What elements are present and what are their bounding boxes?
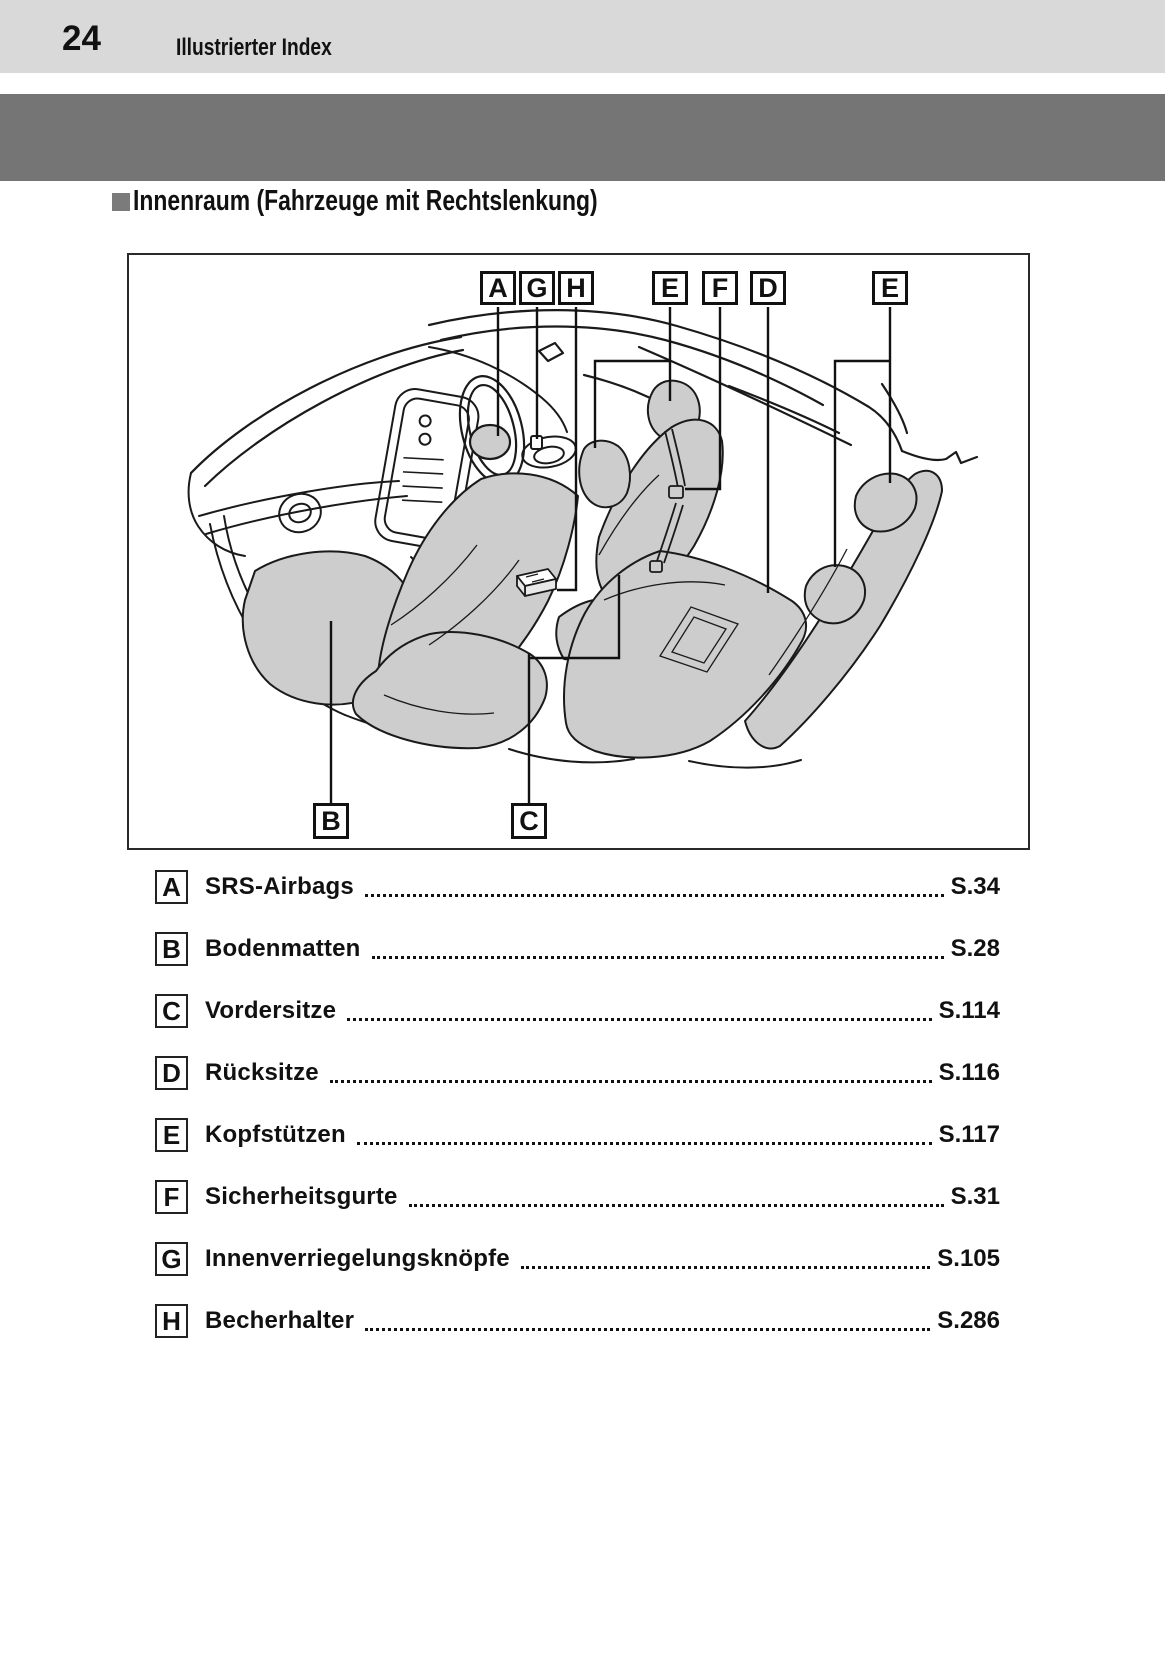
callout-box-b: B bbox=[313, 803, 349, 839]
index-label-d: Rücksitze bbox=[205, 1059, 319, 1086]
index-key-box-c: C bbox=[155, 994, 188, 1028]
index-label-f: Sicherheitsgurte bbox=[205, 1183, 398, 1210]
callout-box-d: D bbox=[750, 271, 786, 305]
header-section-title: Illustrierter Index bbox=[176, 34, 332, 61]
dot-leader bbox=[408, 1204, 944, 1207]
index-key-h: H bbox=[162, 1306, 181, 1336]
index-page-ref-c: S.114 bbox=[938, 997, 1000, 1024]
section-heading-text: Innenraum (Fahrzeuge mit Rechtslenkung) bbox=[133, 185, 598, 217]
callout-box-g: G bbox=[519, 271, 555, 305]
index-page-ref-e: S.117 bbox=[938, 1121, 1000, 1148]
car-body-outline bbox=[189, 309, 979, 488]
callout-label-a: A bbox=[488, 272, 508, 303]
dot-leader bbox=[329, 1080, 932, 1083]
callout-box-h: H bbox=[558, 271, 594, 305]
dot-leader bbox=[365, 1328, 931, 1331]
section-bullet-square-icon bbox=[112, 192, 130, 211]
steering-wheel bbox=[458, 375, 526, 485]
index-label-a: SRS-Airbags bbox=[205, 873, 354, 900]
callout-leader-lines bbox=[329, 307, 892, 803]
door-lock-knob-area bbox=[521, 435, 577, 469]
index-key-g: G bbox=[161, 1244, 182, 1274]
index-row-f: F Sicherheitsgurte S.31 bbox=[155, 1180, 1000, 1214]
center-stack bbox=[374, 388, 480, 550]
seat-seam-lines bbox=[383, 474, 848, 715]
index-key-c: C bbox=[162, 996, 181, 1026]
header-bar: 24 Illustrierter Index bbox=[0, 0, 1165, 73]
callout-label-f: F bbox=[711, 272, 729, 303]
callout-label-g: G bbox=[526, 272, 548, 303]
index-row-a: A SRS-Airbags S.34 bbox=[155, 870, 1000, 904]
dot-leader bbox=[347, 1018, 932, 1021]
cup-holder bbox=[516, 568, 557, 597]
index-key-box-a: A bbox=[155, 870, 188, 904]
index-page-ref-g: S.105 bbox=[937, 1245, 1000, 1272]
callout-box-e1: E bbox=[652, 271, 688, 305]
callout-label-e1: E bbox=[660, 272, 679, 303]
index-label-h: Becherhalter bbox=[205, 1307, 355, 1334]
index-row-c: C Vordersitze S.114 bbox=[155, 994, 1000, 1028]
index-page-ref-f: S.31 bbox=[950, 1183, 1000, 1210]
section-heading: Innenraum (Fahrzeuge mit Rechtslenkung) bbox=[112, 185, 721, 217]
interior-illustration-frame: A G H E F D E B C bbox=[127, 253, 1030, 850]
index-row-d: D Rücksitze S.116 bbox=[155, 1056, 1000, 1090]
dot-leader bbox=[356, 1142, 932, 1145]
dot-leader bbox=[520, 1266, 931, 1269]
car-interior-line-art bbox=[187, 307, 979, 803]
index-row-h: H Becherhalter S.286 bbox=[155, 1304, 1000, 1338]
seats-and-mats bbox=[241, 379, 943, 759]
page-number: 24 bbox=[62, 19, 101, 58]
dot-leader bbox=[371, 956, 944, 959]
callout-box-e2: E bbox=[872, 271, 908, 305]
chapter-banner bbox=[0, 94, 1165, 181]
index-key-f: F bbox=[163, 1182, 180, 1212]
index-key-b: B bbox=[162, 934, 181, 964]
callout-label-b: B bbox=[321, 805, 341, 836]
index-page-ref-d: S.116 bbox=[938, 1059, 1000, 1086]
index-label-b: Bodenmatten bbox=[205, 935, 361, 962]
callout-label-d: D bbox=[758, 272, 778, 303]
index-key-box-d: D bbox=[155, 1056, 188, 1090]
index-page-ref-a: S.34 bbox=[950, 873, 1000, 900]
callout-box-f: F bbox=[702, 271, 738, 305]
callout-label-h: H bbox=[566, 272, 586, 303]
index-label-g: Innenverriegelungsknöpfe bbox=[205, 1245, 510, 1272]
index-row-g: G Innenverriegelungsknöpfe S.105 bbox=[155, 1242, 1000, 1276]
callout-label-c: C bbox=[519, 805, 539, 836]
index-key-box-e: E bbox=[155, 1118, 188, 1152]
index-key-e: E bbox=[162, 1120, 181, 1150]
index-label-c: Vordersitze bbox=[205, 997, 337, 1024]
index-row-b: B Bodenmatten S.28 bbox=[155, 932, 1000, 966]
index-key-a: A bbox=[162, 872, 181, 902]
index-row-e: E Kopfstützen S.117 bbox=[155, 1118, 1000, 1152]
index-page-ref-h: S.286 bbox=[937, 1307, 1000, 1334]
callout-box-c: C bbox=[511, 803, 547, 839]
illustrated-index-list: A SRS-Airbags S.34 B Bodenmatten S.28 C … bbox=[155, 870, 1000, 1366]
index-key-box-h: H bbox=[155, 1304, 188, 1338]
dot-leader bbox=[364, 894, 944, 897]
index-key-box-f: F bbox=[155, 1180, 188, 1214]
seat-belt bbox=[649, 428, 686, 573]
index-key-box-b: B bbox=[155, 932, 188, 966]
callout-label-e2: E bbox=[880, 272, 899, 303]
index-page-ref-b: S.28 bbox=[950, 935, 1000, 962]
index-label-e: Kopfstützen bbox=[205, 1121, 346, 1148]
callout-box-a: A bbox=[480, 271, 516, 305]
index-key-box-g: G bbox=[155, 1242, 188, 1276]
index-key-d: D bbox=[162, 1058, 181, 1088]
